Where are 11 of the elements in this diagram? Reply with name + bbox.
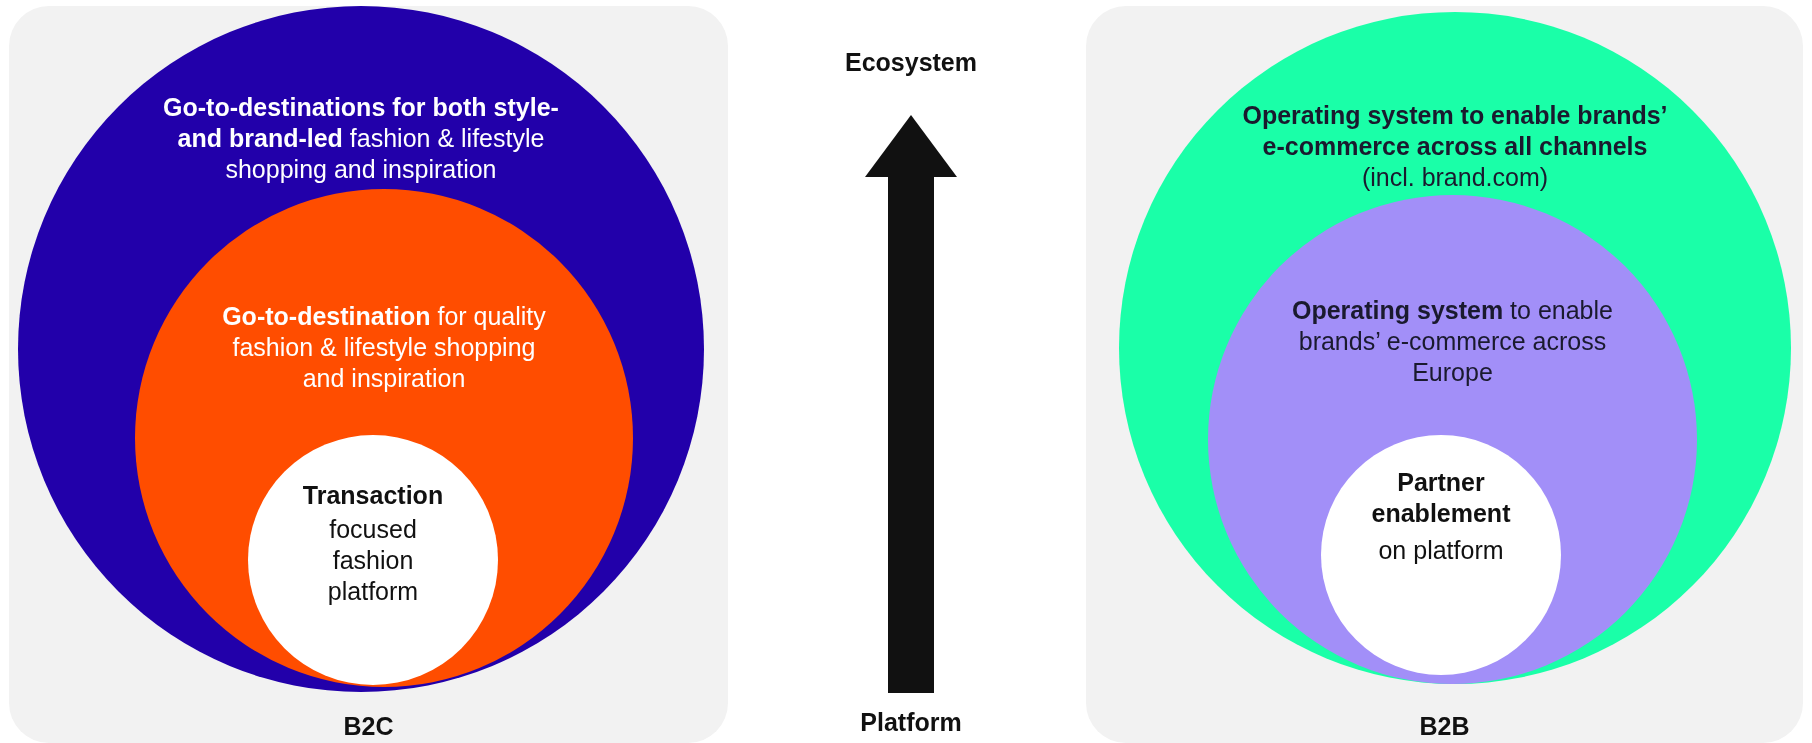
circle-text: focused fashion platform bbox=[326, 514, 420, 607]
circle-text: Go-to-destinations for both style- and brand-led fashion & lifestyle shopping and inspiration bbox=[162, 92, 560, 185]
axis-label: Ecosystem bbox=[844, 47, 978, 78]
axis-label: Platform bbox=[859, 707, 963, 738]
circle-heading: Transaction bbox=[301, 480, 445, 511]
panel-label: B2C bbox=[342, 711, 395, 742]
circle-text: Operating system to enable brands’ e-commerce across Europe bbox=[1291, 295, 1614, 388]
circle-text: on platform bbox=[1377, 535, 1505, 566]
circle-text: Operating system to enable brands’ e-commerce across all channels (incl. brand.com) bbox=[1241, 100, 1669, 193]
circle-text: Go-to-destination for quality fashion & lifestyle shopping and inspiration bbox=[221, 301, 547, 394]
panel-label: B2B bbox=[1418, 711, 1471, 742]
